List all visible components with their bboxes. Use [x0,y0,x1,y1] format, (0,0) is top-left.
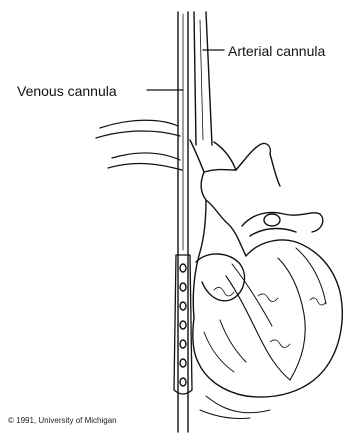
label-leaders [147,50,224,90]
aorta [190,140,280,200]
pulmonary-artery [242,213,323,237]
inferior-vena-cava [200,396,270,419]
background-vessels [96,120,182,170]
arterial-cannula-label: Arterial cannula [228,43,325,59]
venous-cannula-label: Venous cannula [17,83,117,99]
venous-cannula [174,12,192,432]
copyright-notice: © 1991, University of Michigan [8,416,117,425]
arterial-cannula [194,12,212,145]
